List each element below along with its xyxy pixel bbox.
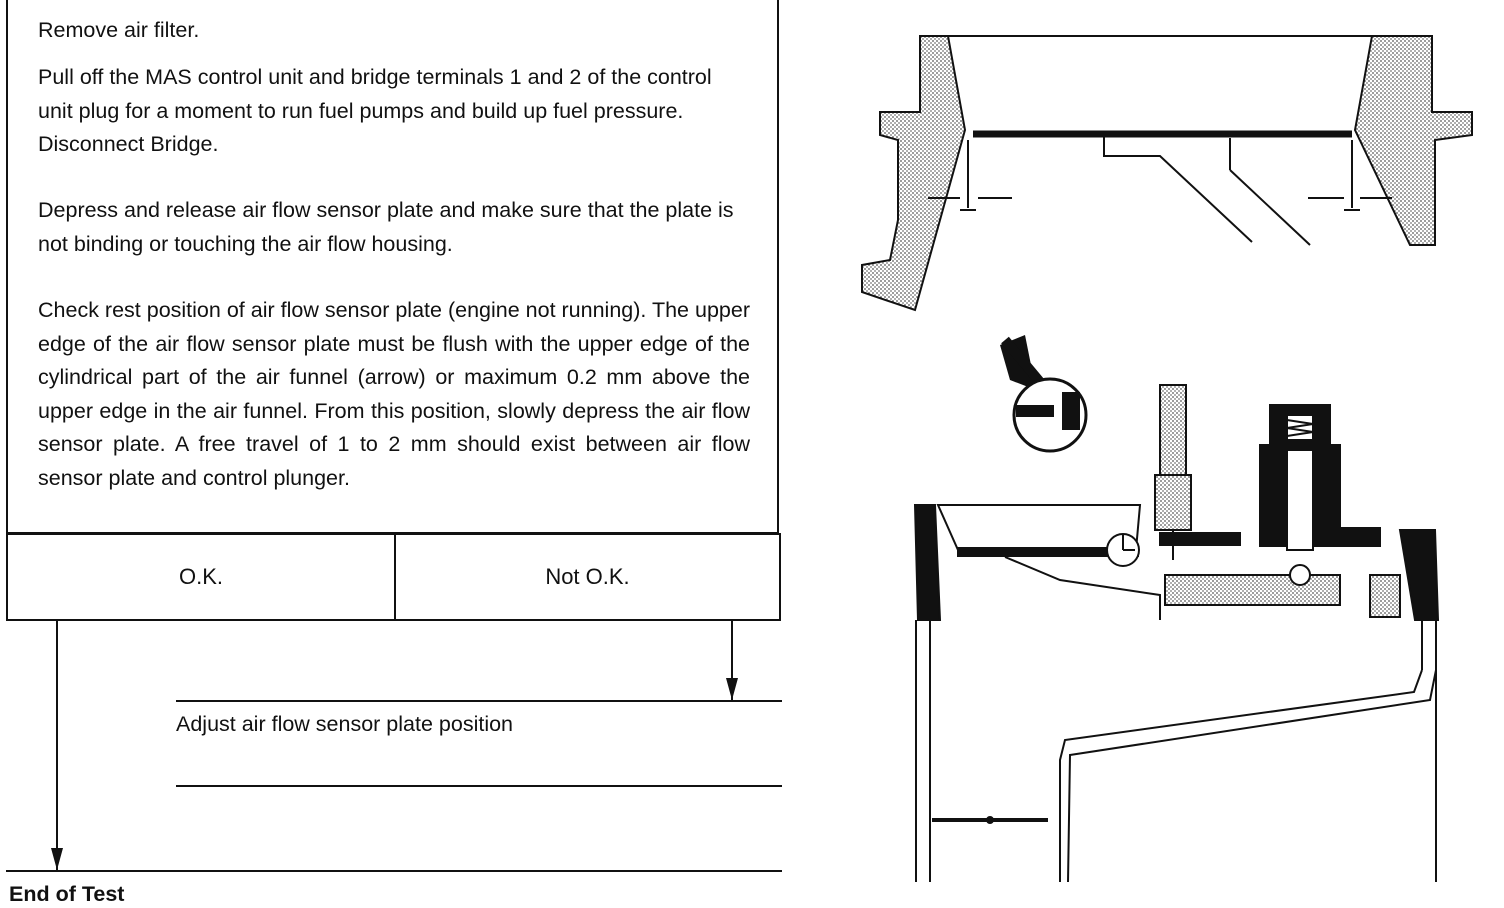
not-ok-option[interactable]: Not O.K. (545, 564, 630, 589)
funnel-arrow-detail (1000, 335, 1088, 453)
end-rule (6, 870, 782, 872)
action-text: Adjust air flow sensor plate position (176, 712, 514, 736)
sensor-housing (913, 504, 1440, 883)
funnel-detail (861, 35, 1473, 312)
ok-option[interactable]: O.K. (8, 535, 396, 619)
air-flow-sensor-diagram (861, 35, 1473, 883)
instruction-step-3: Depress and release air flow sensor plat… (38, 198, 734, 256)
end-of-test-label: End of Test (9, 882, 125, 906)
action-bottom-rule (176, 785, 782, 787)
control-plunger-assembly (1154, 384, 1341, 586)
instruction-step-1: Remove air filter. (38, 18, 200, 42)
not-ok-flow-arrowhead (726, 678, 738, 700)
instruction-step-2: Pull off the MAS control unit and bridge… (38, 65, 712, 156)
action-top-rule (176, 700, 782, 702)
not-ok-flow-line (731, 621, 733, 701)
instruction-step-4: Check rest position of air flow sensor p… (38, 298, 750, 490)
ok-flow-line (56, 621, 58, 871)
decision-row: O.K. Not O.K. (6, 533, 781, 621)
ok-flow-arrowhead (51, 848, 63, 870)
